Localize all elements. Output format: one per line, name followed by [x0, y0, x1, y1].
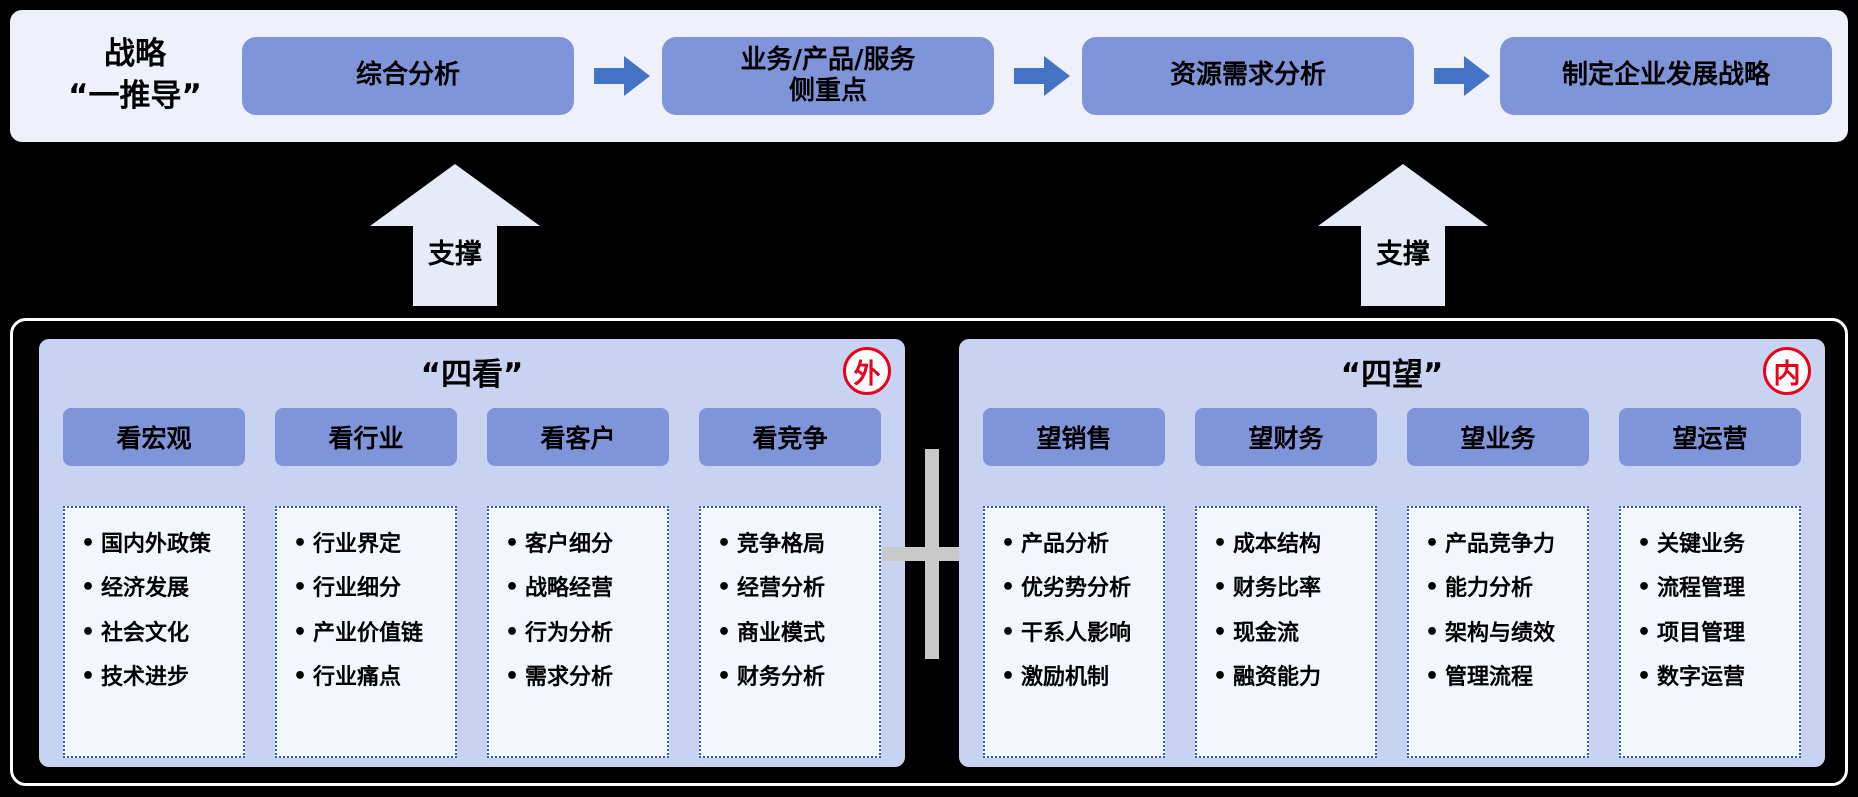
item-list: 关键业务 流程管理 项目管理 数字运营: [1619, 506, 1801, 758]
list-item: 产品分析: [991, 531, 1157, 558]
panel-title: “四望”: [1340, 357, 1444, 393]
list-item: 行业痛点: [283, 664, 449, 691]
support-arrow-icon: 支撑: [1318, 164, 1488, 306]
column-header: 望业务: [1407, 408, 1589, 466]
item-list: 竞争格局 经营分析 商业模式 财务分析: [699, 506, 881, 758]
support-arrow-icon: 支撑: [370, 164, 540, 306]
list-item: 财务分析: [707, 664, 873, 691]
flow-step-3-label: 资源需求分析: [1169, 60, 1326, 91]
list-item: 战略经营: [495, 575, 661, 602]
support-label: 支撑: [428, 239, 482, 270]
column-headers-row: 望销售 望财务 望业务 望运营: [959, 408, 1825, 466]
flow-step-1-label: 综合分析: [355, 60, 460, 91]
strategy-label: 战略 “一推导”: [30, 10, 240, 142]
list-item: 产业价值链: [283, 620, 449, 647]
list-item: 社会文化: [71, 620, 237, 647]
list-item: 融资能力: [1203, 664, 1369, 691]
analysis-frame: “四看” 外 看宏观 看行业 看客户 看竞争 国内外政策 经济发展 社会文化 技…: [10, 318, 1848, 786]
plus-horizontal-bar: [882, 547, 982, 561]
list-item: 国内外政策: [71, 531, 237, 558]
list-item: 流程管理: [1627, 575, 1793, 602]
item-list: 成本结构 财务比率 现金流 融资能力: [1195, 506, 1377, 758]
list-item: 干系人影响: [991, 620, 1157, 647]
column-header: 看宏观: [63, 408, 245, 466]
flow-step-1: 综合分析: [242, 37, 574, 115]
item-list: 行业界定 行业细分 产业价值链 行业痛点: [275, 506, 457, 758]
column-header: 望销售: [983, 408, 1165, 466]
list-item: 能力分析: [1415, 575, 1581, 602]
list-item: 财务比率: [1203, 575, 1369, 602]
flow-arrow-icon: [1014, 56, 1070, 96]
list-item: 竞争格局: [707, 531, 873, 558]
four-looks-panel: “四看” 外 看宏观 看行业 看客户 看竞争 国内外政策 经济发展 社会文化 技…: [39, 339, 905, 767]
list-item: 关键业务: [1627, 531, 1793, 558]
column-header: 看客户: [487, 408, 669, 466]
strategy-derivation-bar: 战略 “一推导” 综合分析 业务/产品/服务 侧重点 资源需求分析 制定企业发展…: [10, 10, 1848, 142]
list-item: 商业模式: [707, 620, 873, 647]
list-item: 成本结构: [1203, 531, 1369, 558]
strategy-label-line2: “一推导”: [68, 78, 202, 114]
column-header: 看行业: [275, 408, 457, 466]
list-item: 技术进步: [71, 664, 237, 691]
item-list: 产品分析 优劣势分析 干系人影响 激励机制: [983, 506, 1165, 758]
strategy-label-line1: 战略: [104, 36, 166, 73]
list-item: 项目管理: [1627, 620, 1793, 647]
list-item: 行业细分: [283, 575, 449, 602]
column-headers-row: 看宏观 看行业 看客户 看竞争: [39, 408, 905, 466]
column-header: 看竞争: [699, 408, 881, 466]
list-item: 数字运营: [1627, 664, 1793, 691]
list-item: 现金流: [1203, 620, 1369, 647]
flow-step-3: 资源需求分析: [1082, 37, 1414, 115]
list-item: 经营分析: [707, 575, 873, 602]
flow-step-2-label: 业务/产品/服务 侧重点: [740, 44, 916, 106]
panel-title: “四看”: [420, 357, 524, 393]
item-list: 国内外政策 经济发展 社会文化 技术进步: [63, 506, 245, 758]
list-item: 行为分析: [495, 620, 661, 647]
internal-badge-label: 内: [1773, 358, 1801, 390]
flow-step-2: 业务/产品/服务 侧重点: [662, 37, 994, 115]
column-header: 望运营: [1619, 408, 1801, 466]
external-badge: 外: [843, 347, 891, 395]
column-boxes-row: 产品分析 优劣势分析 干系人影响 激励机制 成本结构 财务比率 现金流 融资能力…: [959, 506, 1825, 758]
internal-badge: 内: [1763, 347, 1811, 395]
flow-step-4-label: 制定企业发展战略: [1561, 60, 1770, 91]
list-item: 管理流程: [1415, 664, 1581, 691]
column-header: 望财务: [1195, 408, 1377, 466]
list-item: 激励机制: [991, 664, 1157, 691]
list-item: 优劣势分析: [991, 575, 1157, 602]
list-item: 客户细分: [495, 531, 661, 558]
flow-arrow-icon: [594, 56, 650, 96]
flow-step-4: 制定企业发展战略: [1500, 37, 1832, 115]
item-list: 客户细分 战略经营 行为分析 需求分析: [487, 506, 669, 758]
support-label: 支撑: [1376, 239, 1430, 270]
list-item: 经济发展: [71, 575, 237, 602]
four-views-panel: “四望” 内 望销售 望财务 望业务 望运营 产品分析 优劣势分析 干系人影响 …: [959, 339, 1825, 767]
list-item: 行业界定: [283, 531, 449, 558]
list-item: 产品竞争力: [1415, 531, 1581, 558]
column-boxes-row: 国内外政策 经济发展 社会文化 技术进步 行业界定 行业细分 产业价值链 行业痛…: [39, 506, 905, 758]
list-item: 需求分析: [495, 664, 661, 691]
external-badge-label: 外: [853, 358, 881, 390]
list-item: 架构与绩效: [1415, 620, 1581, 647]
item-list: 产品竞争力 能力分析 架构与绩效 管理流程: [1407, 506, 1589, 758]
flow-arrow-icon: [1434, 56, 1490, 96]
